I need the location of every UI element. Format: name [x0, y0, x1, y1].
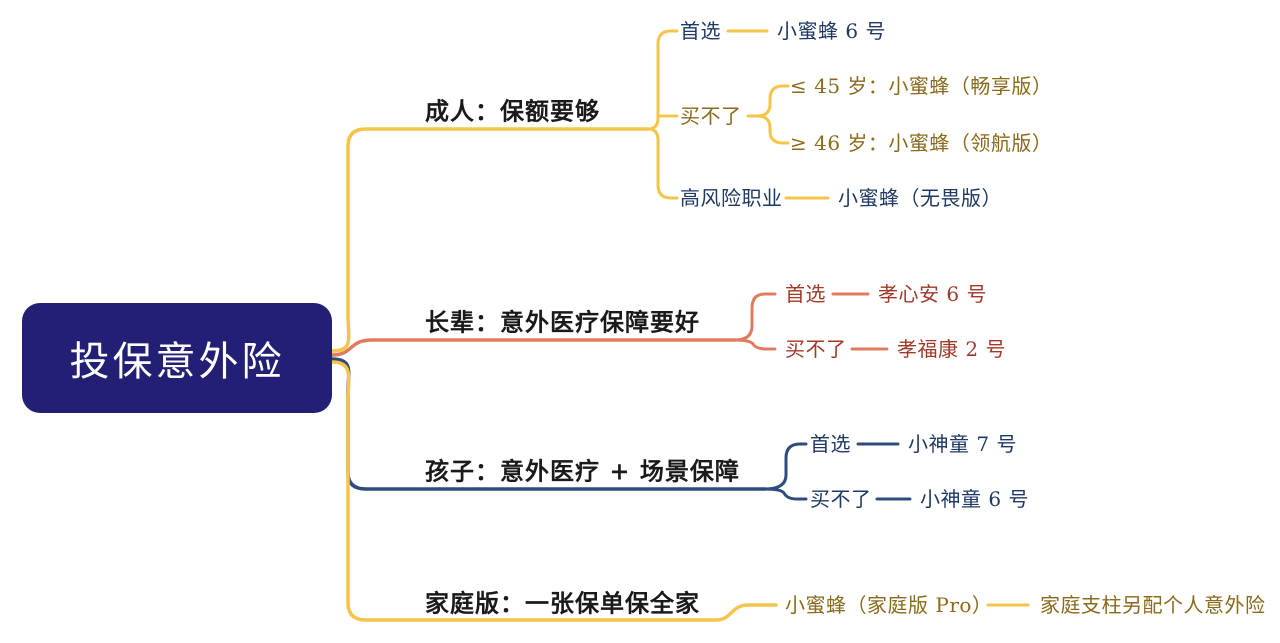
family-note[interactable]: 家庭支柱另配个人意外险 [1040, 593, 1266, 617]
adult-high-risk-product[interactable]: 小蜜蜂（无畏版） [838, 186, 1002, 210]
adult-elbow-first-choice [646, 29, 679, 131]
elder-first-choice-label[interactable]: 首选 [785, 282, 826, 306]
adult-high-risk-label[interactable]: 高风险职业 [680, 186, 783, 210]
child-cant-buy-label[interactable]: 买不了 [810, 487, 872, 511]
elder-first-choice-product[interactable]: 孝心安 6 号 [878, 282, 987, 306]
family-topic[interactable]: 家庭版：一张保单保全家 [425, 588, 700, 618]
child-first-choice-product[interactable]: 小神童 7 号 [908, 432, 1017, 456]
elder-cant-buy-product[interactable]: 孝福康 2 号 [897, 337, 1006, 361]
adult-first-choice-product[interactable]: 小蜜蜂 6 号 [777, 19, 886, 43]
adult-bracket-le45 [746, 84, 790, 118]
child-bracket-first-choice [763, 442, 808, 491]
adult-bracket-ge46 [755, 114, 790, 145]
elder-cant-buy-label[interactable]: 买不了 [785, 337, 847, 361]
adult-elbow-high-risk [646, 127, 679, 200]
adult-cant-buy-le45[interactable]: ≤ 45 岁：小蜜蜂（畅享版） [790, 74, 1053, 98]
child-topic[interactable]: 孩子：意外医疗 + 场景保障 [425, 456, 740, 486]
elder-topic[interactable]: 长辈：意外医疗保障要好 [425, 307, 700, 337]
elder-branch-line [330, 338, 737, 357]
family-branch-line [330, 360, 778, 622]
child-bracket-cant-buy [763, 487, 808, 501]
child-first-choice-label[interactable]: 首选 [810, 432, 851, 456]
root-topic-label: 投保意外险 [69, 339, 285, 385]
elder-bracket-first-choice [733, 292, 777, 342]
adult-first-choice-label[interactable]: 首选 [680, 19, 721, 43]
elder-bracket-cant-buy [733, 338, 777, 351]
adult-topic[interactable]: 成人：保额要够 [425, 96, 600, 126]
root-topic[interactable]: 投保意外险 [22, 303, 332, 413]
adult-cant-buy-label[interactable]: 买不了 [680, 104, 742, 128]
adult-cant-buy-ge46[interactable]: ≥ 46 岁：小蜜蜂（领航版） [790, 131, 1053, 155]
child-cant-buy-product[interactable]: 小神童 6 号 [920, 487, 1029, 511]
family-product[interactable]: 小蜜蜂（家庭版 Pro） [785, 593, 993, 617]
adult-branch-line [330, 127, 650, 353]
